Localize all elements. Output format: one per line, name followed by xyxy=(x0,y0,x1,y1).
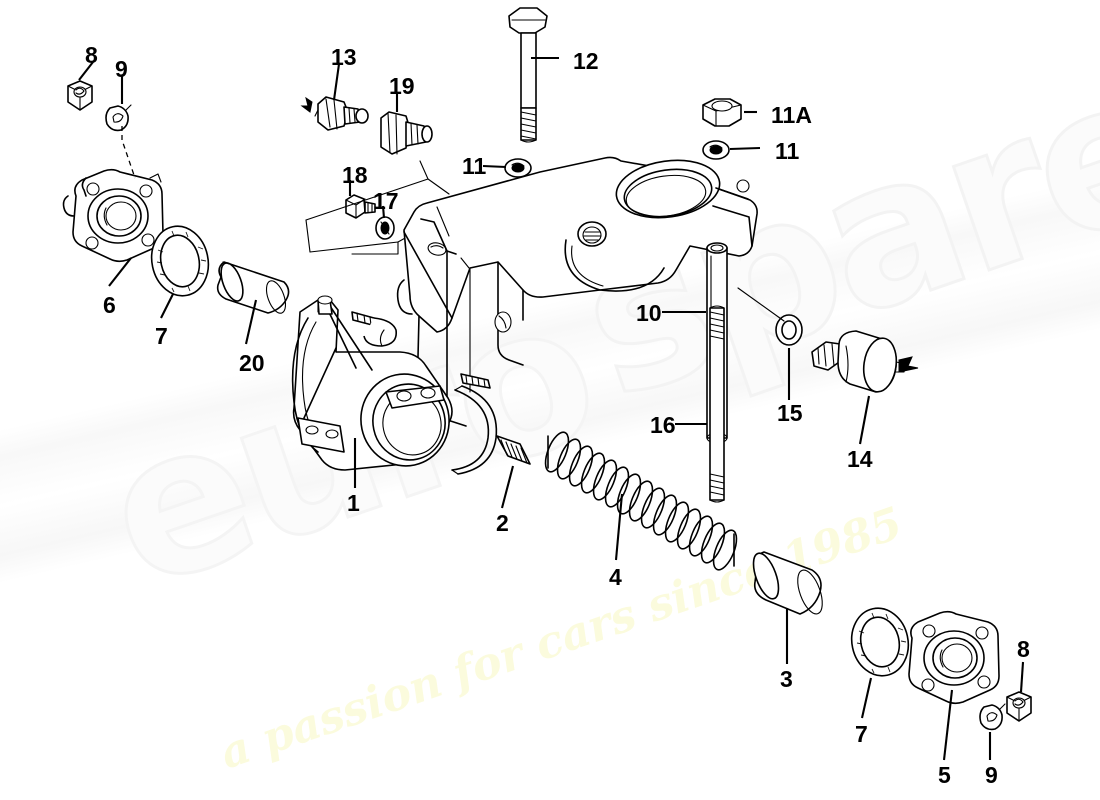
part-17-washer xyxy=(375,216,395,240)
callout-12: 12 xyxy=(573,48,599,74)
callout-19: 19 xyxy=(389,73,415,99)
callout-11-center: 11 xyxy=(462,153,487,179)
part-8-nut-bottom-right xyxy=(1006,691,1032,722)
part-11-lock-washer-center xyxy=(504,158,532,178)
callout-14: 14 xyxy=(847,446,873,472)
callout-9-top-left: 9 xyxy=(115,56,128,82)
part-2-set-screw xyxy=(496,435,531,465)
callout-13: 13 xyxy=(331,44,357,70)
callout-4: 4 xyxy=(609,564,622,590)
part-19-threaded-plug xyxy=(380,111,433,155)
assembly-dash-9-to-6 xyxy=(121,126,136,179)
callout-9-bottom-right: 9 xyxy=(985,762,998,788)
part-3-piston xyxy=(752,551,823,615)
callout-20: 20 xyxy=(239,350,265,376)
part-18-nut xyxy=(345,194,376,219)
part-7-gasket-right xyxy=(850,607,910,677)
part-9-lock-washer-top-left xyxy=(105,104,132,132)
callout-10: 10 xyxy=(636,300,662,326)
callout-5: 5 xyxy=(938,762,951,788)
callout-11A: 11A xyxy=(771,102,812,128)
callout-3: 3 xyxy=(780,666,793,692)
part-9-lock-washer-bottom-right xyxy=(979,703,1006,731)
part-5-bearing-cover xyxy=(908,610,1000,705)
callout-18: 18 xyxy=(342,162,368,188)
part-14-sensor xyxy=(811,330,919,393)
callout-6: 6 xyxy=(103,292,116,318)
leader-lines xyxy=(78,56,1025,761)
callout-11-right: 11 xyxy=(775,138,800,164)
callout-7-right: 7 xyxy=(855,721,868,747)
part-11A-hex-nut xyxy=(702,98,742,127)
part-16-stud xyxy=(709,305,725,503)
callout-16: 16 xyxy=(650,412,676,438)
part-12-hex-bolt xyxy=(508,7,548,143)
callout-8-bottom-right: 8 xyxy=(1017,636,1030,662)
part-1-housing xyxy=(291,156,758,475)
part-4-coil-spring xyxy=(544,431,738,571)
part-15-o-ring xyxy=(775,314,803,346)
part-13-switch xyxy=(300,96,369,131)
part-7-gasket-left xyxy=(150,225,210,297)
part-11-lock-washer-right xyxy=(702,140,730,160)
callout-15: 15 xyxy=(777,400,803,426)
part-8-nut-top-left xyxy=(67,80,93,111)
callout-7-left: 7 xyxy=(155,323,168,349)
callout-1: 1 xyxy=(347,490,360,516)
assembly-line-15 xyxy=(737,287,785,322)
part-20-bushing xyxy=(216,261,290,314)
callout-2: 2 xyxy=(496,510,509,536)
callout-8-top-left: 8 xyxy=(85,42,98,68)
part-6-bearing-cover xyxy=(62,168,164,263)
callout-17: 17 xyxy=(373,188,399,214)
